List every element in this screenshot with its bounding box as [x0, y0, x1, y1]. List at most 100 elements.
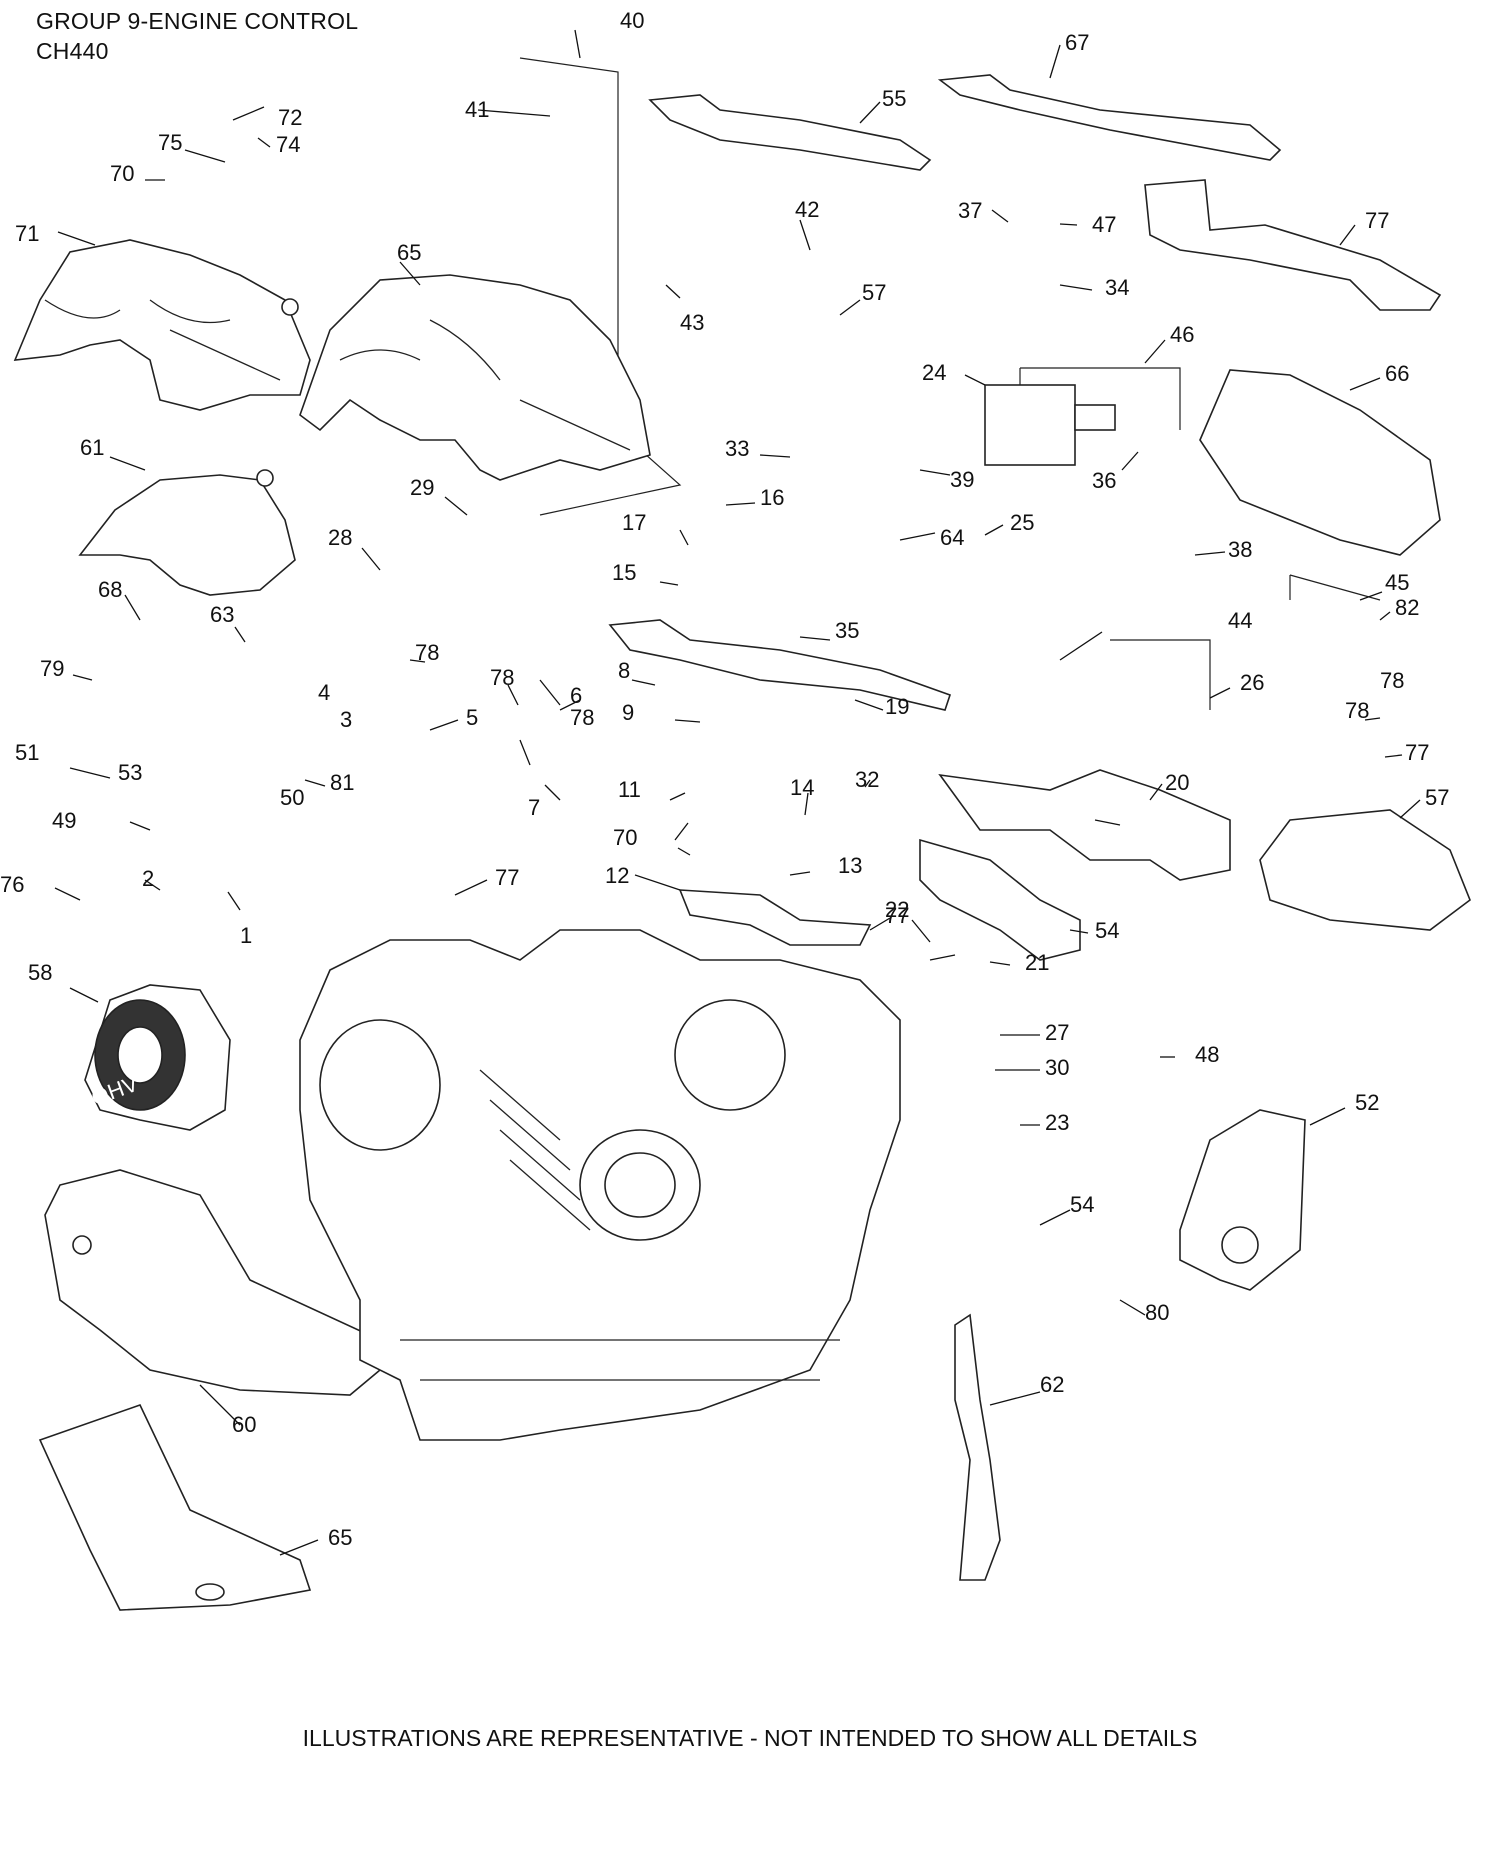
callout-label: 70: [613, 825, 637, 850]
callout-label: 54: [1070, 1192, 1094, 1217]
callout-label: 58: [28, 960, 52, 985]
callout-label: 63: [210, 602, 234, 627]
part-72-shroud: [13, 239, 311, 411]
callout-label: 25: [1010, 510, 1034, 535]
callout-label: 37: [958, 198, 982, 223]
part-55-bracket: [919, 838, 1081, 961]
callout-label: 28: [328, 525, 352, 550]
callout-label: 66: [1385, 361, 1409, 386]
callout-label: 24: [922, 360, 946, 385]
callout-label: 78: [1345, 698, 1369, 723]
part-61-strap: [954, 1313, 1001, 1581]
callout-label: 21: [1025, 950, 1049, 975]
part-12-plate: [678, 889, 872, 946]
group-bracket-26: [1110, 639, 1211, 710]
callout-label: 57: [862, 280, 886, 305]
callout-label: 47: [1092, 212, 1116, 237]
callout-label: 13: [838, 853, 862, 878]
callout-label: 44: [1228, 608, 1252, 633]
callout-label: 6: [570, 683, 582, 708]
callout-label: 42: [795, 197, 819, 222]
callout-label: 70: [110, 161, 134, 186]
callout-label: 77: [1405, 740, 1429, 765]
part-67-bracket: [1199, 369, 1441, 556]
callout-label: 74: [276, 132, 300, 157]
callout-label: 52: [1355, 1090, 1379, 1115]
callout-label: 36: [1092, 468, 1116, 493]
callout-label: 77: [885, 903, 909, 928]
callout-label: 64: [940, 525, 964, 550]
callout-label: 55: [882, 86, 906, 111]
callout-label: 30: [1045, 1055, 1069, 1080]
callout-label: 78: [415, 640, 439, 665]
callout-label: 78: [570, 705, 594, 730]
callout-label: 26: [1240, 670, 1264, 695]
callout-label: 34: [1105, 275, 1129, 300]
callout-label: 54: [1095, 918, 1119, 943]
callout-label: 35: [835, 618, 859, 643]
callout-label: 2: [142, 866, 154, 891]
callout-label: 16: [760, 485, 784, 510]
callout-label: 17: [622, 510, 646, 535]
callout-label: 68: [98, 577, 122, 602]
callout-label: 32: [855, 767, 879, 792]
callout-label: 48: [1195, 1042, 1219, 1067]
callout-label: 57: [1425, 785, 1449, 810]
callout-label: 46: [1170, 322, 1194, 347]
callout-label: 29: [410, 475, 434, 500]
part-52-plate: [1179, 1109, 1306, 1291]
callout-label: 60: [232, 1412, 256, 1437]
callout-label: 77: [495, 865, 519, 890]
part-19-lever: [608, 619, 952, 711]
callout-label: 76: [0, 872, 24, 897]
callout-label: 38: [1228, 537, 1252, 562]
callout-label: 72: [278, 105, 302, 130]
part-68-rod: [937, 74, 1282, 161]
callout-label: 19: [885, 694, 909, 719]
callout-label: 49: [52, 808, 76, 833]
callout-label: 75: [158, 130, 182, 155]
callout-label: 51: [15, 740, 39, 765]
part-62-shroud: [78, 469, 296, 596]
callout-label: 23: [1045, 1110, 1069, 1135]
disclaimer-note: ILLUSTRATIONS ARE REPRESENTATIVE - NOT I…: [302, 1725, 1198, 1751]
callout-label: 22: [885, 897, 909, 922]
callout-label: 1: [240, 923, 252, 948]
part-57-plate: [1259, 809, 1471, 931]
callout-label: 81: [330, 770, 354, 795]
callout-label: 14: [790, 775, 814, 800]
callout-label: 33: [725, 436, 749, 461]
callout-label: 65: [397, 240, 421, 265]
callout-label: 61: [80, 435, 104, 460]
part-65-guard: [38, 1404, 312, 1611]
callout-label: 43: [680, 310, 704, 335]
callout-label: 65: [328, 1525, 352, 1550]
callout-label: 78: [490, 665, 514, 690]
part-24-solenoid: [984, 384, 1116, 466]
callout-label: 82: [1395, 595, 1419, 620]
callout-label: 45: [1385, 570, 1409, 595]
part-77-bracket: [1144, 179, 1442, 311]
model-number: CH440: [36, 38, 109, 64]
callout-label: 41: [465, 97, 489, 122]
callout-label: 9: [622, 700, 634, 725]
callout-label: 62: [1040, 1372, 1064, 1397]
callout-label: 3: [340, 707, 352, 732]
callout-label: 5: [466, 705, 478, 730]
callout-label: 20: [1165, 770, 1189, 795]
part-59-air-cleaner: [84, 984, 231, 1131]
part-56-rod: [648, 94, 932, 171]
callout-label: 80: [1145, 1300, 1169, 1325]
part-66-shroud: [299, 274, 651, 481]
callout-label: 7: [528, 795, 540, 820]
callout-label: 77: [1365, 208, 1389, 233]
callout-label: 53: [118, 760, 142, 785]
callout-label: 27: [1045, 1020, 1069, 1045]
callout-label: 78: [1380, 668, 1404, 693]
group-bracket-45: [1289, 574, 1381, 601]
callout-label: 12: [605, 863, 629, 888]
callout-label: 39: [950, 467, 974, 492]
callout-label: 15: [612, 560, 636, 585]
